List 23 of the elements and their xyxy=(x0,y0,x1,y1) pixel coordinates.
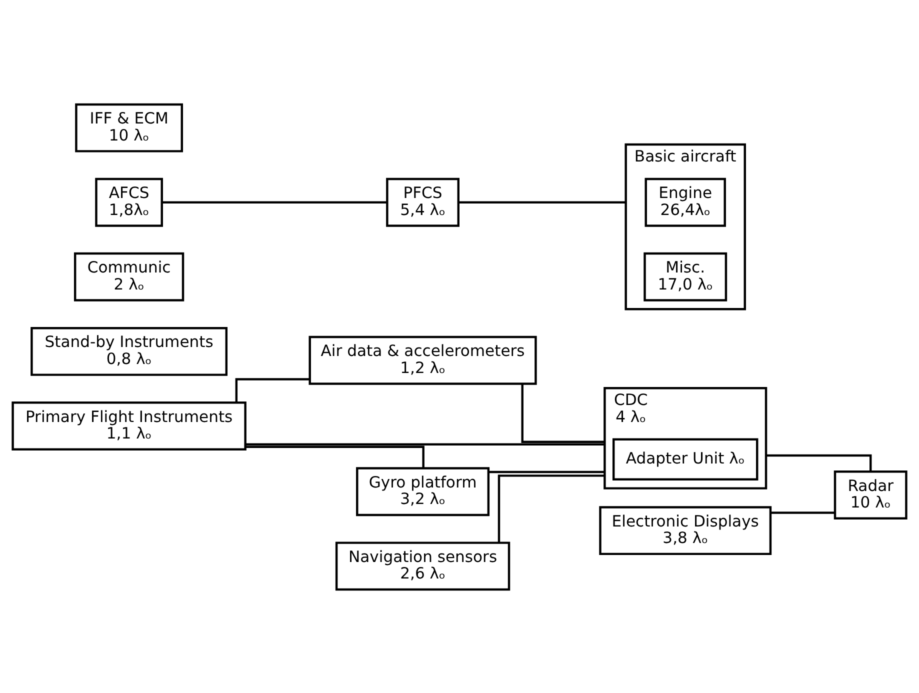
connector xyxy=(488,470,605,473)
node-box: Adapter Unit λₒ xyxy=(612,438,758,480)
node-box: Radar 10 λₒ xyxy=(834,470,908,519)
node-box: Gyro platform 3,2 λₒ xyxy=(356,466,490,516)
node-box: Misc. 17,0 λₒ xyxy=(644,252,728,301)
connector xyxy=(235,378,310,402)
node-box: Stand-by Instruments 0,8 λₒ xyxy=(30,326,228,376)
node-box: Engine 26,4λₒ xyxy=(644,177,726,226)
connector xyxy=(245,445,424,468)
node-box: Electronic Displays 3,8 λₒ xyxy=(599,506,772,555)
node-box: Air data & accelerometers 1,2 λₒ xyxy=(308,335,537,384)
node-box: IFF & ECM 10 λₒ xyxy=(75,102,184,152)
connector xyxy=(498,474,605,542)
node-box: Communic 2 λₒ xyxy=(74,252,184,301)
connector xyxy=(458,200,626,203)
connector xyxy=(770,511,835,514)
node-box: PFCS 5,4 λₒ xyxy=(386,177,460,226)
node-box: Primary Flight Instruments 1,1 λₒ xyxy=(12,401,246,450)
connector xyxy=(245,442,605,445)
node-box: Navigation sensors 2,6 λₒ xyxy=(335,541,510,590)
connector xyxy=(162,200,387,203)
node-box: AFCS 1,8λₒ xyxy=(95,177,163,226)
connector xyxy=(521,383,605,442)
